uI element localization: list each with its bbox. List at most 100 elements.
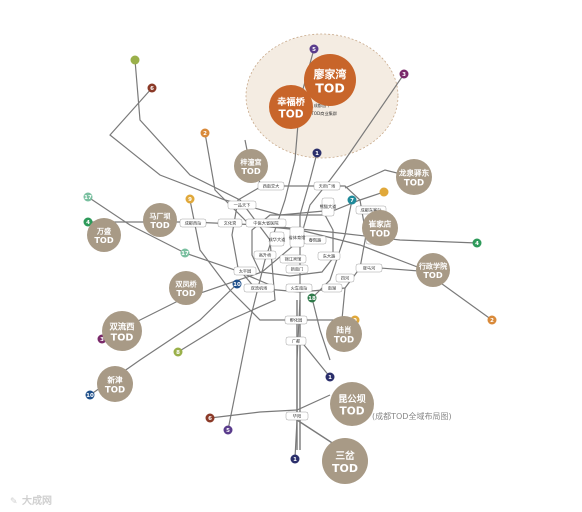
tod-tag-kunggongjin: TOD — [339, 406, 364, 418]
station-gaoshengqiao: 高升桥 — [253, 250, 277, 260]
svg-text:省体育馆: 省体育馆 — [289, 234, 306, 241]
tod-tag-hangdeng: TOD — [423, 270, 443, 280]
svg-text:文化宫: 文化宫 — [224, 220, 237, 227]
line-1-branch — [299, 339, 331, 378]
line-badge-1c — [290, 454, 300, 464]
line-num-1b: 1 — [328, 375, 332, 381]
tod-name-luxiao: 陆肖 — [336, 325, 351, 335]
tod-name-liaojiawan: 廖家湾 — [314, 67, 347, 81]
tod-name-sancha: 三岔 — [335, 449, 355, 462]
tod-tag-wanxing: TOD — [94, 235, 114, 245]
tod-tag-sancha: TOD — [332, 462, 358, 475]
tod-name-shuangfengqiao: 双凤桥 — [174, 280, 197, 289]
svg-text:成都西站: 成都西站 — [185, 220, 202, 227]
tod-circle-luxiao — [326, 316, 362, 352]
svg-text:成都东客站: 成都东客站 — [361, 207, 382, 214]
tod-tag-longquanyi: TOD — [404, 179, 424, 189]
line-num-10a: 10 — [233, 282, 241, 288]
station-huayang: 华阳 — [285, 411, 309, 421]
svg-text:成华大道: 成华大道 — [269, 236, 287, 243]
line-18-path — [311, 297, 331, 361]
tod-tag-shuangliuxi: TOD — [111, 333, 134, 344]
svg-text:新南门: 新南门 — [291, 266, 304, 273]
line-badge-10a — [232, 279, 242, 289]
tod-circle-xingfuqiao — [269, 85, 313, 129]
watermark-icon: ✎ — [10, 497, 18, 507]
station-shengtiyu: 省体育馆 — [289, 226, 306, 248]
svg-text:天府广场: 天府广场 — [319, 183, 336, 190]
line-num-1a: 1 — [315, 151, 319, 157]
svg-text:春熙路: 春熙路 — [309, 237, 322, 244]
svg-text:火车南站: 火车南站 — [291, 285, 308, 292]
tod-circle-sancha — [322, 438, 368, 484]
station-guangdu: 广都 — [285, 336, 307, 346]
bubble-line-1: 成都首个 — [314, 102, 332, 109]
station-yimahe: 驿马河 — [355, 263, 383, 273]
svg-text:锦江宾馆: 锦江宾馆 — [285, 256, 302, 263]
tod-name-majiawan: 马厂坝 — [149, 212, 170, 221]
tod-name-hangdeng: 行政学院 — [418, 262, 448, 271]
tod-circle-longquanyi — [396, 159, 432, 195]
tod-circle-kunggongjin — [330, 382, 374, 426]
tod-circle-hangdeng — [416, 253, 450, 287]
watermark: ✎ 大成网 — [10, 494, 52, 507]
inner-ring-line — [251, 214, 334, 277]
tod-circle-majiawan — [143, 203, 177, 237]
tod-tag-liaojiawan: TOD — [315, 80, 345, 95]
map-caption: (成都TOD全域布局图) — [372, 411, 452, 421]
line-badge-5a — [309, 44, 319, 54]
line-badge-2a — [200, 128, 210, 138]
station-sihe: 四河 — [335, 273, 355, 283]
tod-tag-qiuyuanlu: TOD — [241, 166, 261, 176]
station-dongdalu: 东大路 — [317, 251, 341, 261]
line-badge-8 — [173, 347, 183, 357]
tod-circle-shuangfengqiao — [169, 271, 203, 305]
tod-tag-shuangfengqiao: TOD — [176, 288, 196, 298]
line-badge-3c — [379, 187, 389, 197]
line-num-6a: 6 — [150, 86, 154, 92]
station-huochenan: 火车南站 — [285, 283, 313, 293]
station-xinanjiaoda: 西南交大 — [257, 181, 285, 191]
line-num-2a: 2 — [203, 131, 207, 137]
tod-circle-wanxing — [87, 218, 121, 252]
svg-text:一品天下: 一品天下 — [234, 203, 251, 209]
line-num-4b: 4 — [475, 241, 479, 247]
line-num-6b: 6 — [208, 416, 212, 422]
svg-text:华阳: 华阳 — [293, 413, 301, 420]
line-badge-9a — [185, 194, 195, 204]
station-xiongmao: 熊猫大道 — [320, 197, 337, 217]
station-tianfuguangchang: 天府广场 — [313, 181, 341, 191]
line-badge-6a — [147, 83, 157, 93]
line-6-branch — [209, 394, 331, 419]
watermark-text: 大成网 — [22, 494, 52, 507]
station-cheng-hua: 成华大道 — [269, 231, 287, 247]
tod-name-wanxing: 万盛 — [96, 227, 111, 236]
bubble-line-2: 地TOD商业集群 — [307, 110, 338, 117]
station-taipingyuan: 太平园 — [233, 266, 257, 276]
station-nanhu: 南湖 — [321, 283, 343, 293]
tod-tag-xingfuqiao: TOD — [278, 109, 303, 121]
line-badge-6b — [205, 413, 215, 423]
line-badge-1b — [325, 372, 335, 382]
tod-name-xingfuqiao: 幸福桥 — [277, 96, 305, 108]
tod-name-longquanyi: 龙泉驿东 — [398, 168, 430, 178]
svg-text:驿马河: 驿马河 — [363, 265, 376, 272]
line-num-7: 7 — [350, 198, 354, 204]
tod-circle-huilongtan — [362, 210, 398, 246]
tod-tag-luxiao: TOD — [334, 336, 354, 346]
line-num-5b: 5 — [226, 428, 230, 434]
station-chengduxizhan: 成都西站 — [179, 218, 207, 228]
line-badge-1a — [312, 148, 322, 158]
line-badge-10b — [85, 390, 95, 400]
tod-tag-xinjin: TOD — [105, 386, 125, 396]
